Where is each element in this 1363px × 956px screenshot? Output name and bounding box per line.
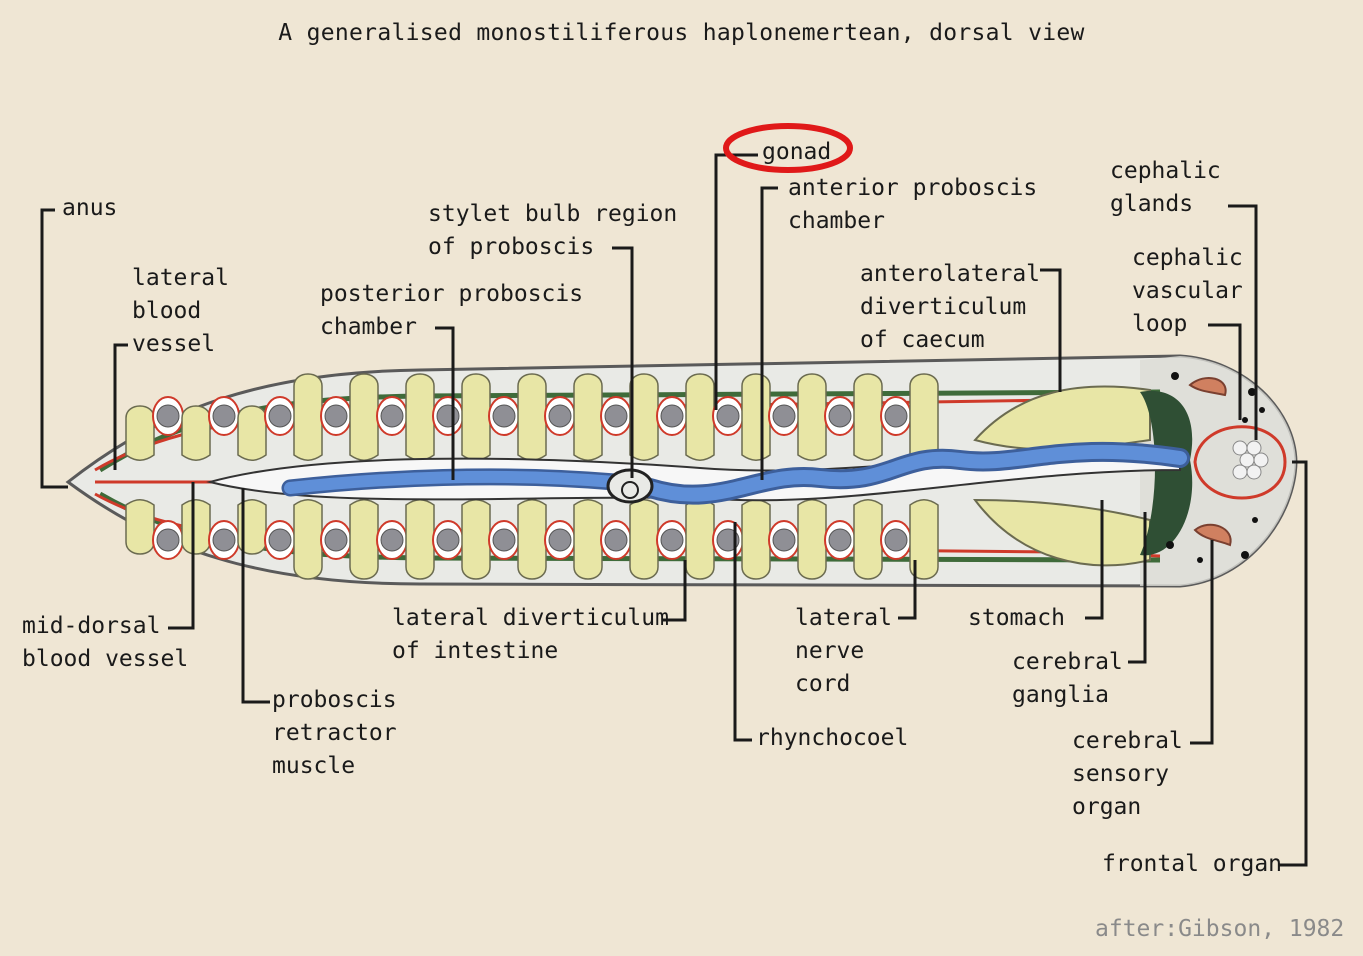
gonad	[885, 529, 907, 551]
credit-text: after:Gibson, 1982	[1095, 916, 1344, 942]
label-anus: anus	[62, 192, 117, 225]
gonad	[773, 405, 795, 427]
diverticulum-lobe	[182, 500, 210, 554]
diverticulum-lobe	[686, 500, 714, 579]
diverticulum-lobe	[406, 374, 434, 460]
gonad	[437, 405, 459, 427]
diverticulum-lobe	[798, 374, 826, 460]
gonad	[717, 405, 739, 427]
gonad	[157, 405, 179, 427]
diverticulum-lobe	[630, 500, 658, 579]
gonad	[605, 529, 627, 551]
diverticulum-lobe	[518, 374, 546, 460]
leader-frontal-organ	[1278, 462, 1306, 865]
gonad	[157, 529, 179, 551]
gonad	[829, 405, 851, 427]
label-gonad: gonad	[762, 136, 831, 169]
gonad	[493, 529, 515, 551]
diverticulum-lobe	[294, 374, 322, 460]
gonad	[605, 405, 627, 427]
label-rhynchocoel: rhynchocoel	[756, 722, 908, 755]
gonad	[381, 405, 403, 427]
diverticulum-lobe	[462, 500, 490, 579]
gonad	[493, 405, 515, 427]
gonad	[773, 529, 795, 551]
diverticulum-lobe	[350, 500, 378, 579]
gonad	[549, 529, 571, 551]
gonad	[437, 529, 459, 551]
gonad	[829, 529, 851, 551]
label-lateral-nerve-cord: lateralnervecord	[795, 602, 892, 701]
diverticulum-lobe	[350, 374, 378, 460]
diverticulum-lobe	[406, 500, 434, 579]
diverticulum-lobe	[742, 500, 770, 579]
gonad	[213, 405, 235, 427]
diverticulum-lobe	[574, 374, 602, 460]
gonad	[661, 405, 683, 427]
gonad	[269, 529, 291, 551]
gonad	[213, 529, 235, 551]
diverticulum-lobe	[294, 500, 322, 579]
gonad	[325, 405, 347, 427]
label-frontal-organ: frontal organ	[1102, 848, 1282, 881]
diverticulum-lobe	[126, 406, 154, 460]
diverticulum-lobe	[742, 374, 770, 460]
gonad	[381, 529, 403, 551]
label-stomach: stomach	[968, 602, 1065, 635]
diverticulum-lobe	[182, 406, 210, 460]
diverticulum-lobe	[518, 500, 546, 579]
diverticulum-lobe	[910, 374, 938, 460]
gonad	[269, 405, 291, 427]
diverticulum-lobe	[574, 500, 602, 579]
label-stylet-bulb-region: stylet bulb regionof proboscis	[428, 198, 677, 264]
diverticulum-lobe	[126, 500, 154, 554]
leader-anus	[42, 210, 68, 487]
diverticulum-lobe	[462, 374, 490, 460]
diverticulum-lobe	[854, 374, 882, 460]
gonad	[885, 405, 907, 427]
gonad	[549, 405, 571, 427]
diverticulum-lobe	[238, 406, 266, 460]
diverticulum-lobe	[686, 374, 714, 460]
diverticulum-lobe	[798, 500, 826, 579]
diverticulum-lobe	[854, 500, 882, 579]
diverticulum-lobe	[630, 374, 658, 460]
gonad	[661, 529, 683, 551]
gonad	[325, 529, 347, 551]
